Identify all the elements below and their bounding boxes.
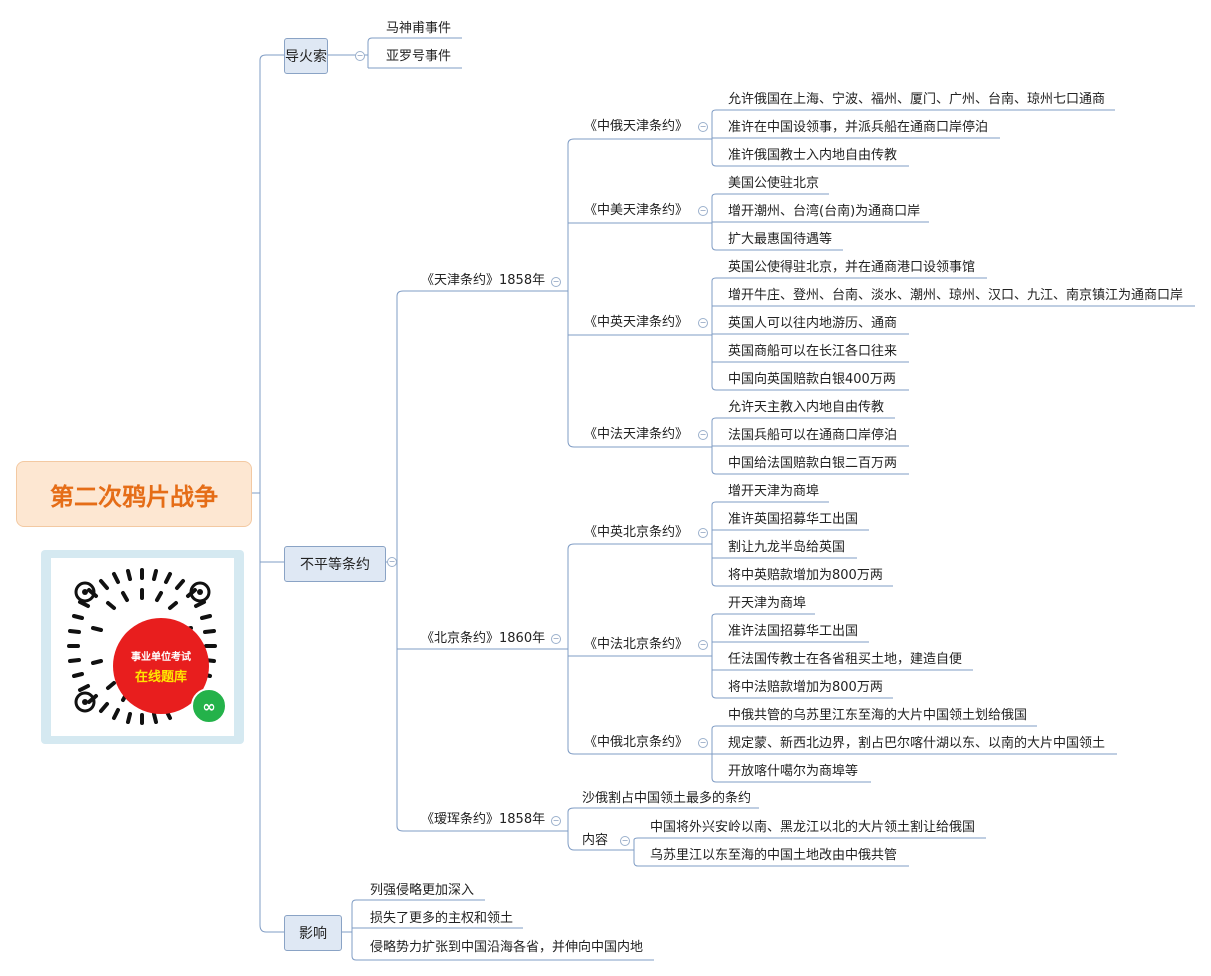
subtreaty-label[interactable]: 《中美天津条约》	[584, 203, 689, 218]
collapse-toggle-icon[interactable]: −	[387, 557, 397, 567]
collapse-toggle-icon[interactable]: −	[698, 738, 708, 748]
treaty-beijing[interactable]: 《北京条约》1860年	[421, 631, 546, 646]
leaf-item[interactable]: 英国商船可以在长江各口往来	[728, 344, 898, 359]
collapse-toggle-icon[interactable]: −	[698, 206, 708, 216]
leaf-item[interactable]: 中国将外兴安岭以南、黑龙江以北的大片领土割让给俄国	[650, 820, 976, 835]
collapse-toggle-icon[interactable]: −	[698, 430, 708, 440]
leaf-item[interactable]: 将中法赔款增加为800万两	[728, 680, 883, 695]
treaty-aigun[interactable]: 《瑷珲条约》1858年	[421, 812, 546, 827]
leaf-item[interactable]: 准许英国招募华工出国	[728, 512, 859, 527]
leaf-item[interactable]: 任法国传教士在各省租买土地，建造自便	[728, 652, 963, 667]
impact-item[interactable]: 侵略势力扩张到中国沿海各省，并伸向中国内地	[370, 940, 644, 955]
wechat-mini-program-icon: ∞	[191, 688, 227, 724]
collapse-toggle-icon[interactable]: −	[698, 640, 708, 650]
aigun-note[interactable]: 沙俄割占中国领土最多的条约	[582, 791, 752, 806]
collapse-toggle-icon[interactable]: −	[620, 836, 630, 846]
leaf-item[interactable]: 准许俄国教士入内地自由传教	[728, 148, 898, 163]
collapse-toggle-icon[interactable]: −	[698, 318, 708, 328]
leaf-item[interactable]: 中国给法国赔款白银二百万两	[728, 456, 898, 471]
root-topic[interactable]: 第二次鸦片战争	[16, 461, 252, 527]
leaf-item[interactable]: 乌苏里江以东至海的中国土地改由中俄共管	[650, 848, 898, 863]
collapse-toggle-icon[interactable]: −	[551, 816, 561, 826]
collapse-toggle-icon[interactable]: −	[551, 634, 561, 644]
leaf-item[interactable]: 法国兵船可以在通商口岸停泊	[728, 428, 898, 443]
leaf-item[interactable]: 中俄共管的乌苏里江东至海的大片中国领土划给俄国	[728, 708, 1028, 723]
leaf-item[interactable]: 准许在中国设领事，并派兵船在通商口岸停泊	[728, 120, 989, 135]
impact-item[interactable]: 损失了更多的主权和领土	[370, 911, 514, 926]
topic-treaties[interactable]: 不平等条约	[284, 546, 386, 582]
leaf-item[interactable]: 增开牛庄、登州、台南、淡水、潮州、琼州、汉口、九江、南京镇江为通商口岸	[728, 288, 1184, 303]
badge-line1: 事业单位考试	[131, 651, 191, 663]
badge-line2: 在线题库	[134, 669, 187, 685]
mini-program-code: 事业单位考试 在线题库 ∞	[41, 550, 244, 744]
treaty-tianjin[interactable]: 《天津条约》1858年	[421, 273, 546, 288]
subtreaty-label[interactable]: 《中法天津条约》	[584, 427, 689, 442]
leaf-item[interactable]: 割让九龙半岛给英国	[728, 540, 846, 555]
leaf-item[interactable]: 将中英赔款增加为800万两	[728, 568, 883, 583]
leaf-item[interactable]: 允许天主教入内地自由传教	[728, 400, 885, 415]
leaf-item[interactable]: 开天津为商埠	[728, 596, 807, 611]
collapse-toggle-icon[interactable]: −	[698, 122, 708, 132]
subtreaty-label[interactable]: 《中法北京条约》	[584, 637, 689, 652]
leaf-item[interactable]: 英国公使得驻北京，并在通商港口设领事馆	[728, 260, 976, 275]
leaf-item[interactable]: 增开潮州、台湾(台南)为通商口岸	[728, 204, 921, 219]
leaf-item[interactable]: 中国向英国赔款白银400万两	[728, 372, 896, 387]
aigun-content-label[interactable]: 内容	[582, 833, 609, 848]
topic-impact[interactable]: 影响	[284, 915, 342, 951]
leaf-item[interactable]: 开放喀什噶尔为商埠等	[728, 764, 859, 779]
topic-fuse[interactable]: 导火索	[284, 38, 328, 74]
leaf-item[interactable]: 增开天津为商埠	[728, 484, 820, 499]
subtreaty-label[interactable]: 《中英天津条约》	[584, 315, 689, 330]
collapse-toggle-icon[interactable]: −	[551, 277, 561, 287]
leaf-item[interactable]: 扩大最惠国待遇等	[728, 232, 833, 247]
qr-dots-icon	[67, 568, 217, 725]
subtreaty-label[interactable]: 《中俄天津条约》	[584, 119, 689, 134]
leaf-item[interactable]: 准许法国招募华工出国	[728, 624, 859, 639]
qr-pattern: 事业单位考试 在线题库 ∞	[51, 558, 234, 736]
leaf-item[interactable]: 美国公使驻北京	[728, 176, 820, 191]
impact-item[interactable]: 列强侵略更加深入	[370, 883, 475, 898]
subtreaty-label[interactable]: 《中英北京条约》	[584, 525, 689, 540]
subtreaty-label[interactable]: 《中俄北京条约》	[584, 735, 689, 750]
fuse-item[interactable]: 亚罗号事件	[386, 49, 452, 64]
leaf-item[interactable]: 规定蒙、新西北边界，割占巴尔喀什湖以东、以南的大片中国领土	[728, 736, 1106, 751]
leaf-item[interactable]: 允许俄国在上海、宁波、福州、厦门、广州、台南、琼州七口通商	[728, 92, 1106, 107]
leaf-item[interactable]: 英国人可以往内地游历、通商	[728, 316, 898, 331]
collapse-toggle-icon[interactable]: −	[355, 51, 365, 61]
collapse-toggle-icon[interactable]: −	[698, 528, 708, 538]
fuse-item[interactable]: 马神甫事件	[386, 21, 452, 36]
